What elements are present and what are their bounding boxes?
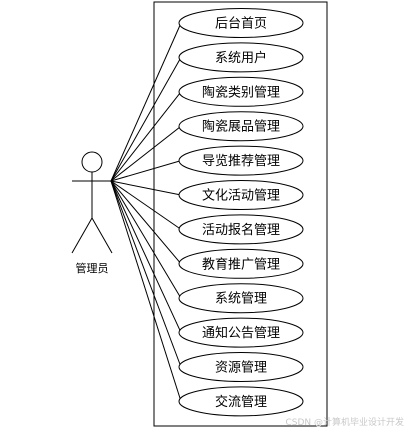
system-boundary <box>153 1 328 427</box>
use-case-ellipse <box>178 145 304 176</box>
use-case-label: 系统管理 <box>215 292 267 307</box>
use-case-ellipse <box>178 386 304 417</box>
actor-right-leg <box>91 217 113 254</box>
association-line <box>110 160 182 182</box>
use-case: 陶瓷展品管理 <box>178 111 304 142</box>
association-line <box>110 180 182 402</box>
use-case-label: 后台首页 <box>215 17 267 32</box>
association-line <box>110 180 182 196</box>
association-line <box>110 180 182 333</box>
use-case-ellipse <box>178 76 304 107</box>
use-case-label: 通知公告管理 <box>202 325 280 341</box>
association-line <box>110 91 182 182</box>
use-case-label: 资源管理 <box>215 361 267 376</box>
watermark: CSDN @计算机毕业设计开发 <box>285 416 404 428</box>
actor-label: 管理员 <box>76 261 109 275</box>
use-case-label: 陶瓷类别管理 <box>202 84 280 100</box>
association-line <box>110 57 182 182</box>
use-case: 系统用户 <box>178 42 304 73</box>
association-line <box>110 180 182 368</box>
association-line <box>110 22 182 182</box>
use-case-label: 系统用户 <box>215 50 267 66</box>
use-case-ellipse <box>178 111 304 142</box>
actor-head <box>81 151 103 173</box>
use-case: 系统管理 <box>178 283 304 314</box>
use-case-ellipse <box>178 214 304 245</box>
use-case-label: 文化活动管理 <box>202 189 280 204</box>
association-line <box>110 125 182 182</box>
use-case-list: 后台首页系统用户陶瓷类别管理陶瓷展品管理导览推荐管理文化活动管理活动报名管理教育… <box>178 8 304 417</box>
use-case: 交流管理 <box>178 386 304 417</box>
use-case: 资源管理 <box>178 352 304 382</box>
use-case-ellipse <box>178 8 304 38</box>
use-case: 后台首页 <box>178 8 304 38</box>
use-case-ellipse <box>178 42 304 73</box>
use-case-label: 陶瓷展品管理 <box>202 119 280 135</box>
association-line <box>110 180 182 230</box>
actor-left-leg <box>71 217 93 254</box>
use-case-ellipse <box>178 180 304 210</box>
use-case: 陶瓷类别管理 <box>178 76 304 107</box>
use-case: 活动报名管理 <box>178 214 304 245</box>
use-case-ellipse <box>178 283 304 314</box>
use-case-ellipse <box>178 352 304 382</box>
actor-admin: 管理员 <box>71 151 113 275</box>
use-case-label: 教育推广管理 <box>202 256 280 272</box>
association-line <box>110 180 182 265</box>
association-lines <box>110 22 182 402</box>
use-case: 教育推广管理 <box>178 248 304 279</box>
use-case: 通知公告管理 <box>178 317 304 348</box>
use-case-label: 活动报名管理 <box>202 222 280 238</box>
use-case-ellipse <box>178 317 304 348</box>
use-case-label: 导览推荐管理 <box>202 153 280 169</box>
association-line <box>110 180 182 299</box>
use-case-ellipse <box>178 248 304 279</box>
use-case-label: 交流管理 <box>215 394 267 410</box>
use-case: 导览推荐管理 <box>178 145 304 176</box>
use-case: 文化活动管理 <box>178 180 304 210</box>
